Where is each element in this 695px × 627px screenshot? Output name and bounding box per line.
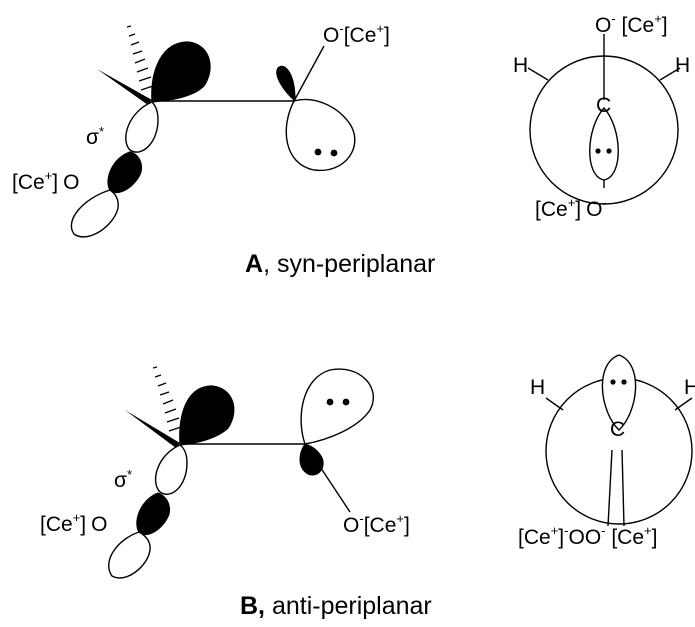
oxide-label: O-[Ce+] [323,21,390,47]
p-orbital-black-lobe [151,41,211,103]
hydrogen-left: H [530,376,545,399]
back-bond-left [527,67,549,81]
hydrogen-left: H [513,54,528,77]
lone-pair-dot [610,379,616,385]
carbon-label: C [610,418,625,441]
sigma-star-label: σ* [114,467,132,492]
caption-b: B, anti-periplanar [240,592,432,620]
lone-pair-dot [330,149,338,157]
front-bond-bottom [607,449,613,527]
panel-b-newman: C H H [Ce+]-OO- [Ce+] [518,354,695,549]
lone-pair-dot [342,398,350,406]
lone-pair-dot [606,148,612,154]
wedge-bond [97,69,152,105]
lone-pair-lobe [601,354,637,431]
back-white-lobe [108,531,151,579]
p-orbital-black-lobe [179,385,235,446]
carbon-label: C [596,94,611,117]
hydrogen-right: H [675,54,690,77]
newman-bottom-oxides: [Ce+]-OO- [Ce+] [518,523,657,549]
lone-pair-lobe [285,98,356,171]
sigma-star-label: σ* [86,124,104,149]
back-bond-right [674,397,693,411]
small-black-lobe [276,65,296,103]
lone-pair-dot [595,148,601,154]
sigma-star-white-lobe [125,101,159,153]
wedge-bond [125,410,180,448]
caption-a: A, syn-periplanar [245,250,435,278]
co-bond [293,45,325,102]
sigma-star-black-lobe [136,492,171,536]
ce-oxygen-label: [Ce+]O [12,168,79,194]
newman-bottom-oxide: [Ce+]O- [535,195,607,221]
lone-pair-dot [314,148,322,156]
co-bond [304,443,351,513]
lone-pair-dot [621,379,627,385]
sigma-star-black-lobe [107,151,143,194]
sigma-star-white-lobe [154,444,188,495]
hashed-bond [126,25,154,91]
newman-top-oxide: O- [Ce+] [595,11,668,37]
panel-a-newman: C H H O- [Ce+] [Ce+]O- [513,11,690,221]
panel-b-sawhorse: O-[Ce+] [Ce+]O σ* [40,366,410,579]
hydrogen-right: H [684,376,695,399]
lone-pair-dot [326,398,334,406]
oxide-label: O-[Ce+] [343,511,410,537]
lone-pair-lobe [589,106,619,181]
lone-pair-lobe [300,368,375,445]
back-bond-right [659,67,681,81]
panel-a-sawhorse: O-[Ce+] [Ce+]O σ* [12,21,390,238]
ce-oxygen-label: [Ce+]O [40,510,107,536]
back-bond-left [545,397,564,411]
back-white-lobe [70,189,119,238]
small-black-lobe [299,443,324,476]
back-bond-bottom [621,449,625,527]
hashed-bond [152,366,182,432]
